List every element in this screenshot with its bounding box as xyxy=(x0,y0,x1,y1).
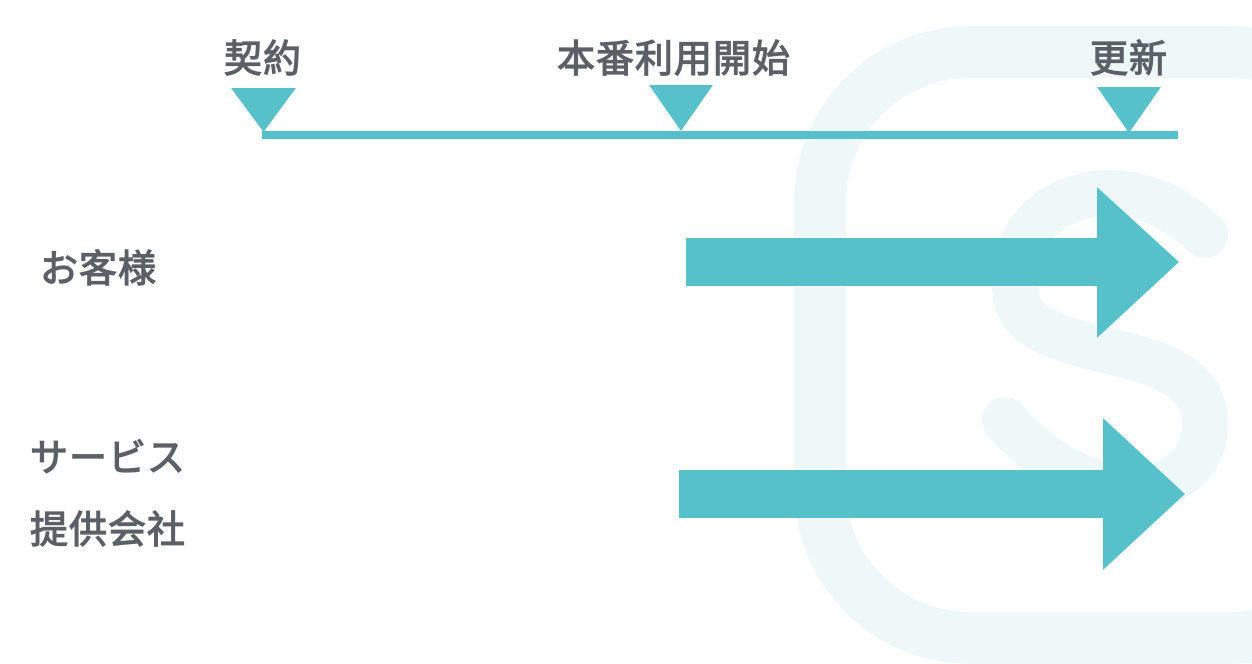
brand-logo-watermark-icon xyxy=(794,26,1252,664)
watermark-outer-frame xyxy=(794,26,1252,664)
milestone-marker-production-start xyxy=(649,85,713,131)
row-label-customer: お客様 xyxy=(40,247,158,291)
row-label-provider-line1: サービス xyxy=(30,436,187,480)
customer-arrow xyxy=(686,187,1179,338)
milestone-marker-renewal xyxy=(1097,87,1161,133)
milestone-label-contract: 契約 xyxy=(224,37,303,81)
row-label-provider-line2: 提供会社 xyxy=(30,508,187,552)
milestone-marker-contract xyxy=(231,88,296,132)
milestone-label-renewal: 更新 xyxy=(1090,37,1169,81)
milestone-label-production-start: 本番利用開始 xyxy=(557,37,792,81)
provider-arrow xyxy=(679,418,1185,570)
